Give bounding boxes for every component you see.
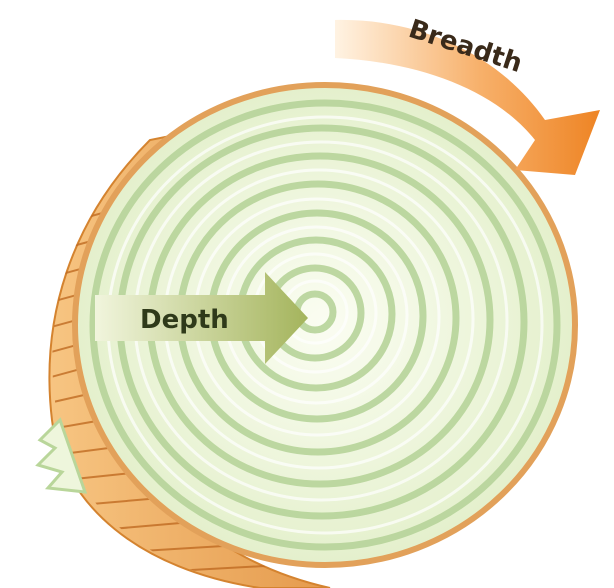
depth-label: Depth [140, 305, 229, 335]
